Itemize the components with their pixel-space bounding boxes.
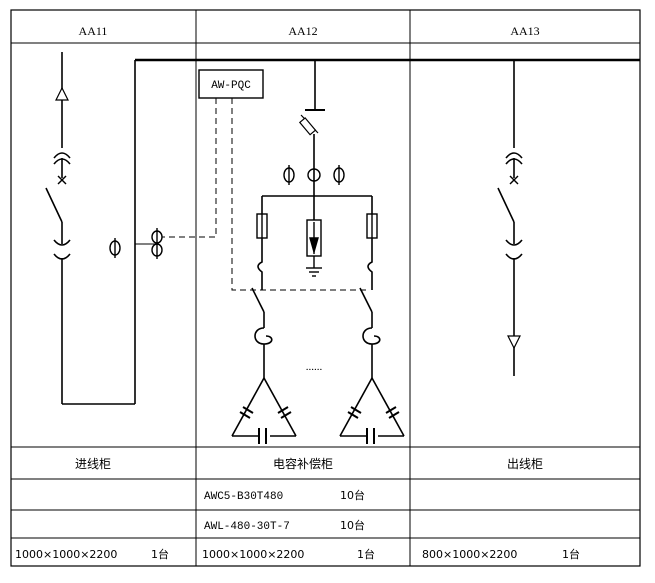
aa11-incoming-circuit bbox=[45, 52, 136, 405]
aa12-qty: 1台 bbox=[357, 547, 375, 561]
right-capacitor-bank-icon bbox=[339, 377, 405, 444]
aa13-qty: 1台 bbox=[562, 547, 580, 561]
aa13-outgoing-circuit bbox=[497, 60, 523, 376]
controller-label: AW-PQC bbox=[211, 80, 251, 92]
control-wiring bbox=[162, 98, 367, 291]
surge-arrester-icon bbox=[306, 219, 322, 277]
ellipsis: ...... bbox=[306, 361, 323, 373]
aa13-disconnector-top-icon bbox=[505, 152, 523, 185]
left-capacitor-bank-icon bbox=[231, 377, 297, 444]
aa11-breaker-icon bbox=[45, 187, 63, 244]
aa12-name: 电容补偿柜 bbox=[273, 456, 333, 471]
aa13-code: AA13 bbox=[510, 24, 539, 38]
aa11-current-transformers bbox=[109, 228, 163, 259]
aa11-qty: 1台 bbox=[151, 547, 169, 561]
aa13-arrow-icon bbox=[507, 335, 521, 350]
aa12-current-transformers bbox=[283, 165, 345, 185]
aa12-right-contactor-icon bbox=[359, 287, 381, 378]
aa12-right-fuse-icon bbox=[366, 213, 378, 290]
aa13-name: 出线柜 bbox=[507, 457, 543, 471]
aa12-spec-qty: 10台 bbox=[340, 518, 365, 532]
aa12-model: AWC5-B30T480 bbox=[204, 491, 283, 503]
aa12-left-fuse-icon bbox=[256, 213, 268, 290]
aa12-spec: AWL-480-30T-7 bbox=[204, 521, 290, 533]
aa12-left-contactor-icon bbox=[251, 287, 273, 378]
controller-box: AW-PQC bbox=[198, 69, 264, 99]
aa12-model-qty: 10台 bbox=[340, 488, 365, 502]
table-grid bbox=[10, 9, 641, 567]
aa12-code: AA12 bbox=[288, 24, 317, 38]
aa11-code: AA11 bbox=[79, 24, 108, 38]
aa13-breaker-icon bbox=[497, 187, 515, 244]
aa12-distribution bbox=[261, 195, 373, 220]
aa11-name: 进线柜 bbox=[75, 457, 111, 471]
aa12-size: 1000×1000×2200 bbox=[202, 548, 304, 561]
aa13-size: 800×1000×2200 bbox=[422, 548, 517, 561]
aa11-size: 1000×1000×2200 bbox=[15, 548, 117, 561]
aa12-feeder bbox=[298, 60, 325, 196]
aa11-arrow-icon bbox=[55, 86, 69, 101]
aa11-disconnector-top-icon bbox=[53, 152, 71, 185]
aa12-fuse-icon bbox=[298, 114, 319, 136]
